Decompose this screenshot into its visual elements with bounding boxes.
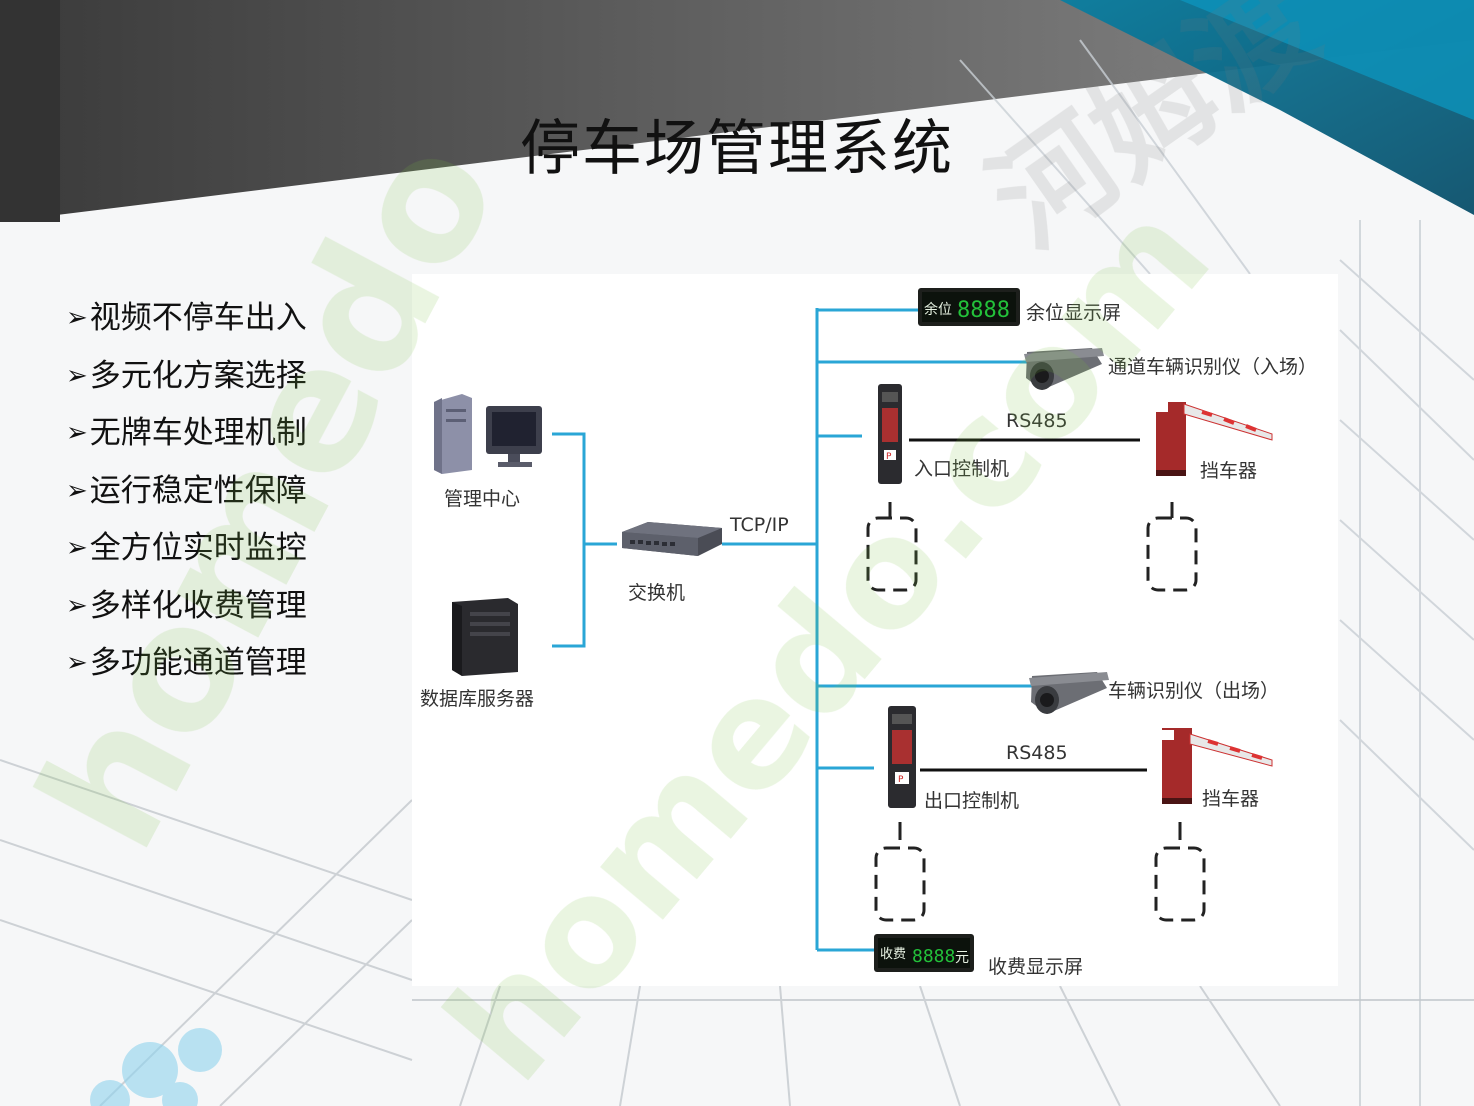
- feature-item: ➢全方位实时监控: [66, 530, 307, 566]
- database-server-label: 数据库服务器: [420, 688, 535, 710]
- exit-camera-icon: [1029, 672, 1109, 714]
- spaces-screen-label: 余位: [924, 301, 952, 318]
- exit-barrier-gate-icon: [1162, 728, 1273, 804]
- bullet-arrow-icon: ➢: [66, 648, 88, 678]
- server-icon: [452, 598, 518, 676]
- feature-item: ➢多功能通道管理: [66, 645, 307, 681]
- exit-barrier-label: 挡车器: [1202, 788, 1260, 810]
- exit-controller-label: 出口控制机: [924, 790, 1020, 812]
- bullet-arrow-icon: ➢: [66, 303, 88, 333]
- feature-list: ➢视频不停车出入 ➢多元化方案选择 ➢无牌车处理机制 ➢运行稳定性保障 ➢全方位…: [66, 298, 307, 701]
- entry-camera-label: 通道车辆识别仪（入场）: [1108, 356, 1318, 378]
- fee-led-display: [874, 934, 974, 972]
- bullet-arrow-icon: ➢: [66, 418, 88, 448]
- management-center-label: 管理中心: [444, 488, 521, 510]
- tcpip-label: TCP/IP: [730, 514, 789, 536]
- feature-item: ➢无牌车处理机制: [66, 415, 307, 451]
- svg-text:P: P: [886, 452, 892, 462]
- exit-loop-detectors: [874, 822, 1206, 922]
- entry-controller-label: 入口控制机: [914, 458, 1010, 480]
- entry-barrier-label: 挡车器: [1200, 460, 1258, 482]
- entry-barrier-gate-icon: [1156, 402, 1273, 476]
- exit-controller-icon: P: [888, 706, 916, 808]
- exit-rs485-label: RS485: [1006, 742, 1068, 764]
- svg-text:P: P: [898, 775, 904, 785]
- bullet-arrow-icon: ➢: [66, 590, 88, 621]
- diagram-canvas: 余位 8888 P: [434, 288, 1273, 972]
- fee-unit: 元: [955, 950, 969, 966]
- slide-title: 停车场管理系统: [520, 114, 954, 184]
- feature-item: ➢多样化收费管理: [66, 587, 307, 624]
- fee-display-label: 收费显示屏: [988, 956, 1084, 978]
- bullet-arrow-icon: ➢: [66, 475, 88, 506]
- parking-system-diagram: 余位 8888 P: [412, 274, 1338, 986]
- entry-controller-icon: P: [878, 384, 902, 484]
- bullet-arrow-icon: ➢: [66, 360, 88, 391]
- spaces-display-label: 余位显示屏: [1026, 302, 1122, 324]
- entry-camera-icon: [1024, 348, 1104, 390]
- feature-item: ➢运行稳定性保障: [66, 472, 307, 509]
- svg-text:homedo: homedo: [1, 108, 537, 880]
- fee-screen-label: 收费: [880, 947, 906, 962]
- bullet-arrow-icon: ➢: [66, 533, 88, 563]
- spaces-led-display: [918, 288, 1020, 326]
- entry-rs485-label: RS485: [1006, 410, 1068, 432]
- switch-label: 交换机: [628, 582, 686, 604]
- feature-item: ➢多元化方案选择: [66, 357, 307, 394]
- computer-icon: [434, 394, 542, 474]
- svg-text:homedo.com: homedo.com: [414, 171, 1244, 1106]
- feature-item: ➢视频不停车出入: [66, 300, 307, 336]
- fee-digits: 8888: [912, 946, 955, 967]
- entry-loop-detectors: [866, 502, 1198, 592]
- network-lines: [552, 308, 1032, 952]
- network-switch-icon: [622, 522, 722, 556]
- spaces-digits: 8888: [957, 298, 1010, 323]
- exit-camera-label: 车辆识别仪（出场）: [1108, 680, 1280, 702]
